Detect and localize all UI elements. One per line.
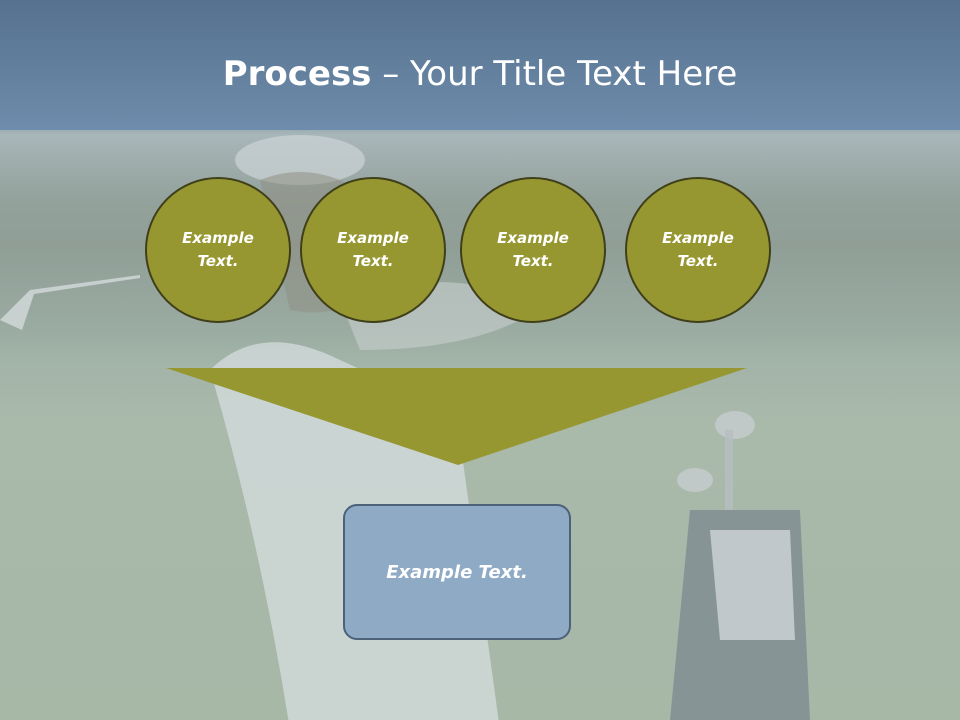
result-box[interactable]: Example Text.	[343, 504, 571, 640]
process-step-text-3: Example Text.	[497, 229, 569, 270]
process-step-text-4: Example Text.	[662, 229, 734, 270]
process-step-circle-4[interactable]: Example Text.	[625, 177, 771, 323]
process-step-circle-2[interactable]: Example Text.	[300, 177, 446, 323]
golf-bag-background-image	[670, 411, 810, 720]
process-step-text-2: Example Text.	[337, 229, 409, 270]
slide-title: Process – Your Title Text Here	[0, 52, 960, 96]
title-band	[0, 0, 960, 130]
golf-club-background	[0, 275, 140, 330]
process-step-circle-3[interactable]: Example Text.	[460, 177, 606, 323]
result-box-text: Example Text.	[386, 561, 528, 583]
title-rest: – Your Title Text Here	[371, 54, 738, 94]
process-step-circle-1[interactable]: Example Text.	[145, 177, 291, 323]
process-step-text-1: Example Text.	[182, 229, 254, 270]
title-bold: Process	[222, 54, 372, 94]
